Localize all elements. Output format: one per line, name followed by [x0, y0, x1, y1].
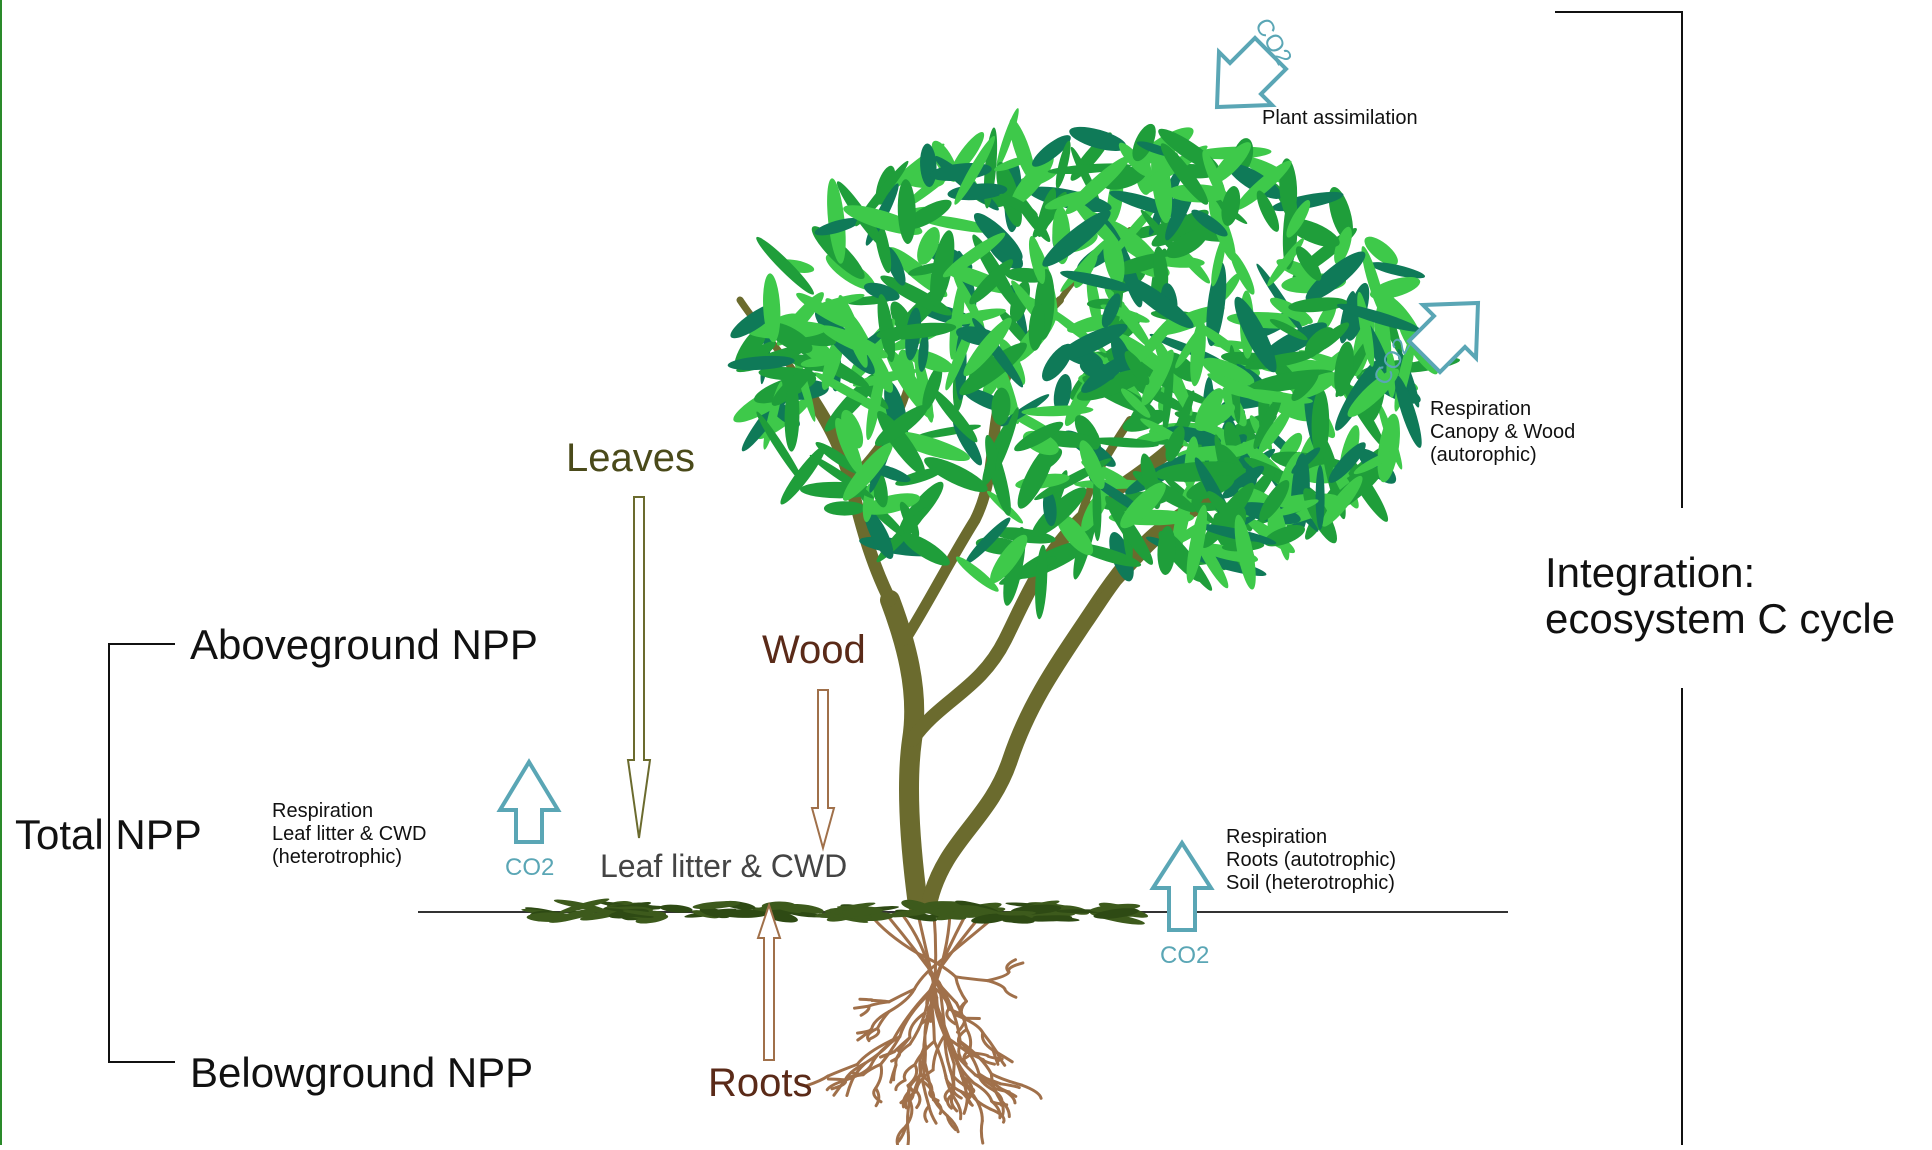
root-branch: [847, 1081, 852, 1096]
aboveground-npp-label: Aboveground NPP: [190, 624, 538, 666]
roots-arrow: [758, 905, 780, 1060]
respiration-canopy-label: Respiration Canopy & Wood (autorophic): [1430, 398, 1575, 467]
roots-icon: [807, 914, 1041, 1145]
root-branch: [855, 1006, 870, 1008]
wood-label: Wood: [762, 630, 866, 670]
integration-label-line2: ecosystem C cycle: [1545, 598, 1895, 640]
integration-label-line1: Integration:: [1545, 552, 1755, 594]
root-branch: [860, 999, 873, 1000]
root-branch: [956, 977, 988, 981]
root-branch: [828, 1079, 846, 1080]
root-branch: [872, 1000, 889, 1001]
root-branch: [857, 1040, 893, 1065]
canopy-leaf: [1316, 465, 1325, 530]
leaves-label: Leaves: [566, 438, 695, 478]
roots-label: Roots: [708, 1063, 813, 1103]
belowground-npp-label: Belowground NPP: [190, 1052, 533, 1094]
wood-arrow: [812, 690, 834, 848]
root-branch: [894, 1065, 896, 1080]
respiration-litter-label: Respiration Leaf litter & CWD (heterotro…: [272, 800, 426, 869]
respiration-roots-label: Respiration Roots (autotrophic) Soil (he…: [1226, 826, 1396, 895]
root-branch: [906, 1132, 909, 1145]
root-branch: [988, 981, 1005, 989]
canopy-leaf: [1033, 544, 1048, 619]
leaf-litter-layer: [521, 896, 1149, 927]
tree-canopy: [726, 107, 1461, 620]
root-branch: [1005, 989, 1016, 997]
canopy-leaf: [897, 179, 917, 244]
canopy-leaf: [824, 501, 865, 515]
root-branch: [929, 1106, 936, 1123]
plant-assimilation-label: Plant assimilation: [1262, 107, 1418, 130]
root-branch: [981, 1121, 982, 1143]
root-branch: [988, 972, 1010, 981]
root-branch: [1022, 1085, 1041, 1098]
root-branch: [925, 1106, 929, 1121]
root-branch: [956, 977, 967, 1002]
co2-label-soil: CO2: [1160, 944, 1209, 968]
total-npp-label: Total NPP: [15, 814, 202, 856]
root-branch: [896, 1080, 905, 1089]
co2-label-litter: CO2: [505, 856, 554, 880]
root-branch: [917, 1091, 920, 1107]
root-branch: [1009, 963, 1023, 972]
leaf-litter-label: Leaf litter & CWD: [600, 850, 847, 882]
leaves-arrow: [628, 497, 650, 838]
